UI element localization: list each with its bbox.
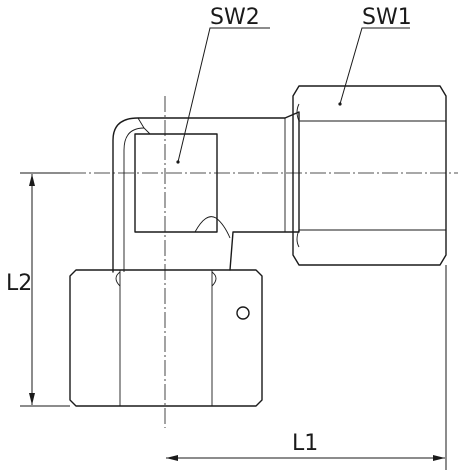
elbow-inner-bend [123,127,145,272]
center-lines [70,96,458,428]
sw1-label: SW1 [362,5,412,30]
leaders [176,27,410,164]
sw2-leader [177,27,270,163]
lower-nut-outline [69,269,263,407]
right-nut-outline [292,85,447,266]
elbow-body [112,111,300,273]
l2-arrow-top [29,174,35,186]
l1-arrow-right [433,455,445,461]
right-nut-chamfer-bottom [296,229,300,248]
lower-nut-chamfer-left [115,271,121,287]
sw2-leader-dot [176,160,180,164]
lower-nut-chamfer-right [211,271,217,287]
fillet-lines [194,216,231,239]
sw1-hex-nut [292,85,447,266]
dimension-l2 [20,172,70,407]
right-nut-chamfer-top [296,103,300,122]
sw2-wrench-flat [134,133,231,239]
dimension-l1 [166,265,447,470]
sw1-leader [339,27,410,105]
l2-arrow-bottom [29,393,35,405]
elbow-outer-contour [112,111,300,273]
elbow-shoulder [137,117,151,135]
l1-arrow-left [166,455,178,461]
l1-label: L1 [292,431,318,456]
wrench-flat-rect [134,133,218,233]
sw1-leader-dot [338,102,342,106]
sw2-label: SW2 [210,5,260,30]
lower-hex-nut [69,269,263,407]
vent-hole-icon [236,306,250,320]
l2-label: L2 [6,271,32,296]
